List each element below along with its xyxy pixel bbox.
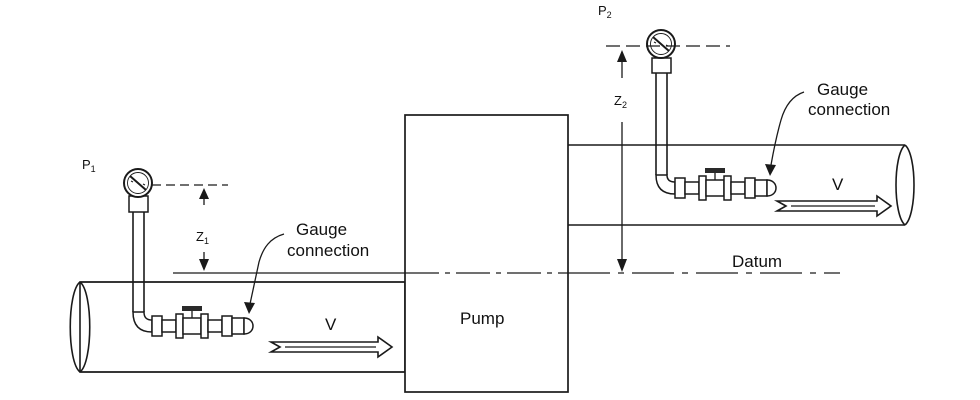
discharge-pipe	[568, 144, 915, 226]
pressure-gauge-icon	[646, 29, 676, 59]
gauge-connection-left-line2: connection	[287, 241, 369, 260]
velocity-right-label: V	[832, 175, 844, 194]
gauge-connection-right-leader	[765, 91, 805, 176]
gauge-connection-left-line1: Gauge	[296, 220, 347, 239]
z1-symbol: Z1	[196, 229, 209, 246]
z1-dimension	[199, 188, 209, 271]
flow-arrow-icon	[267, 335, 394, 359]
left-gauge-assembly	[128, 195, 254, 339]
datum-label: Datum	[732, 252, 782, 271]
gauge-connection-right-line2: connection	[808, 100, 890, 119]
z2-dimension	[617, 50, 627, 272]
gauge-connection-left-leader	[244, 233, 285, 314]
z2-symbol: Z2	[614, 93, 627, 110]
flow-arrow-icon	[773, 194, 893, 218]
pressure-gauge-icon	[123, 168, 153, 198]
right-gauge-assembly	[651, 57, 777, 201]
valve-icon	[182, 306, 202, 318]
pump-box	[404, 114, 569, 393]
p1-symbol: P1	[82, 157, 96, 174]
p2-symbol: P2	[598, 3, 612, 20]
gauge-connection-right-line1: Gauge	[817, 80, 868, 99]
pump-label: Pump	[460, 309, 504, 328]
velocity-left-label: V	[325, 315, 337, 334]
valve-icon	[705, 168, 725, 180]
